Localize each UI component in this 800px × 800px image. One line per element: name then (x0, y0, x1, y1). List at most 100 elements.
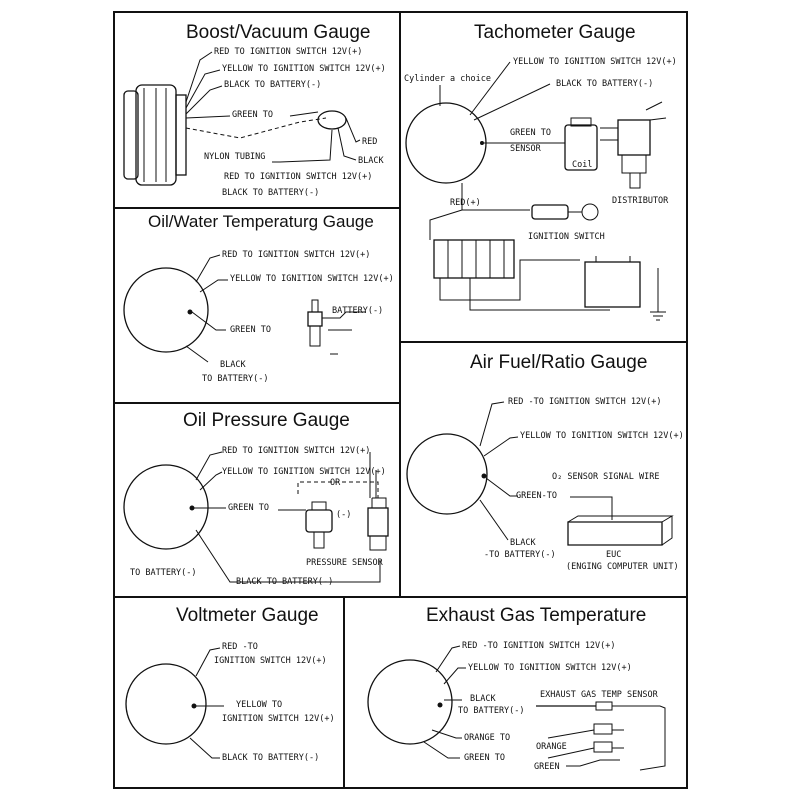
voltmeter-panel (113, 596, 345, 789)
oilpress-label-pressure: PRESSURE SENSOR (306, 558, 383, 568)
tacho-wire-black (473, 83, 551, 121)
air-fuel-ratio-panel (399, 341, 688, 598)
volt-wire-red (195, 647, 221, 677)
egt-wire-yellow (443, 667, 466, 685)
oilpress-label-red: RED TO IGNITION SWITCH 12V(+) (222, 446, 371, 456)
oilpress-terminal (189, 505, 195, 511)
oilpress-wire-red-right (369, 452, 377, 498)
egt-label-black: BLACK (470, 694, 496, 704)
oilpress-label-black: BLACK TO BATTERY(-) (236, 577, 334, 587)
tacho-label-coil: Coil (572, 160, 593, 170)
boost-gauge-body (123, 84, 187, 186)
oilpress-label-minus: (-) (336, 510, 352, 520)
boost-label-red2: RED TO IGNITION SWITCH 12V(+) (224, 172, 373, 182)
egt-connector-icon (547, 723, 624, 767)
afr-wire-yellow (483, 436, 519, 457)
tacho-label-green-to: GREEN TO (510, 128, 551, 138)
boost-label-yellow: YELLOW TO IGNITION SWITCH 12V(+) (222, 64, 386, 74)
oilwater-wire-black (185, 345, 209, 363)
egt-label-red: RED -TO IGNITION SWITCH 12V(+) (462, 641, 616, 651)
boost-wire-red (185, 51, 213, 103)
egt-label-sensor: EXHAUST GAS TEMP SENSOR (540, 690, 658, 700)
oilwater-wire-red (195, 254, 221, 283)
battery-icon (584, 256, 641, 308)
volt-label-black: BLACK TO BATTERY(-) (222, 753, 320, 763)
volt-gauge-face (125, 663, 207, 745)
egt-gauge-face (367, 659, 453, 745)
egt-panel (343, 596, 688, 789)
egt-wire-red (435, 645, 461, 673)
oilwater-label-green: GREEN TO (230, 325, 271, 335)
volt-label-yellow: YELLOW TO (236, 700, 283, 710)
afr-wire-black (479, 499, 509, 541)
oilwater-title: Oil/Water Temperaturg Gauge (148, 212, 374, 231)
oilpress-wire-yellow (199, 471, 223, 491)
tacho-wire-red (429, 183, 530, 240)
boost-wire-yellow (185, 69, 221, 109)
tacho-ground-symbol (650, 268, 666, 321)
volt-label-ign: IGNITION SWITCH 12V(+) (214, 656, 327, 666)
afr-label-euc-full: (ENGING COMPUTER UNIT) (566, 562, 679, 572)
afr-label-to-battery: -TO BATTERY(-) (484, 550, 556, 560)
tacho-wire-yellow (469, 61, 511, 116)
oilpress-label-yellow: YELLOW TO IGNITION SWITCH 12V(+) (222, 467, 386, 477)
afr-label-green: GREEN-TO (516, 491, 557, 501)
afr-wire-red (479, 401, 505, 447)
oilpress-or-dashed (297, 481, 379, 498)
boost-label-nylon: NYLON TUBING (204, 152, 266, 162)
oilwater-label-yellow: YELLOW TO IGNITION SWITCH 12V(+) (230, 274, 394, 284)
pressure-sensor-icon (367, 497, 389, 551)
egt-terminal (437, 702, 443, 708)
boost-label-black: BLACK TO BATTERY(-) (224, 80, 322, 90)
tacho-gauge-face (405, 102, 487, 184)
oilwater-label-black: BLACK (220, 360, 246, 370)
egt-label-orange: ORANGE (536, 742, 567, 752)
tacho-title: Tachometer Gauge (474, 22, 636, 43)
tacho-relay-coils (433, 239, 515, 279)
boost-label-black-short: BLACK (358, 156, 384, 166)
volt-wire-black (189, 737, 220, 759)
boost-label-red: RED TO IGNITION SWITCH 12V(+) (214, 47, 363, 57)
oilpress-title: Oil Pressure Gauge (183, 410, 350, 431)
tacho-label-black: BLACK TO BATTERY(-) (556, 79, 654, 89)
afr-label-o2: O₂ SENSOR SIGNAL WIRE (552, 472, 660, 482)
oilpress-wire-red (195, 451, 223, 481)
boost-title: Boost/Vacuum Gauge (186, 22, 371, 43)
oilpress-label-or: OR (330, 478, 341, 488)
afr-wire-green (485, 477, 518, 497)
afr-label-black: BLACK (510, 538, 536, 548)
oilpress-label-to-battery: TO BATTERY(-) (130, 568, 197, 578)
egt-label-green-to: GREEN TO (464, 753, 505, 763)
oilwater-label-to-battery: TO BATTERY(-) (202, 374, 269, 384)
tacho-label-ignition: IGNITION SWITCH (528, 232, 605, 242)
boost-nylon-tubing (185, 117, 327, 139)
tacho-label-red: RED(+) (450, 198, 481, 208)
boost-label-green: GREEN TO (232, 110, 273, 120)
oilwater-label-battery: BATTERY(-) (332, 306, 384, 316)
ignition-switch-icon (531, 203, 599, 221)
oilwater-gauge-face (123, 267, 209, 353)
oilpress-label-green: GREEN TO (228, 503, 269, 513)
volt-label-ign2: IGNITION SWITCH 12V(+) (222, 714, 335, 724)
oilpress-wire-black (195, 529, 381, 583)
tacho-label-yellow: YELLOW TO IGNITION SWITCH 12V(+) (513, 57, 677, 67)
afr-label-euc: EUC (606, 550, 622, 560)
boost-sensor (272, 110, 361, 163)
temp-sender-icon (307, 299, 366, 347)
tacho-label-distributor: DISTRIBUTOR (612, 196, 669, 206)
afr-label-yellow: YELLOW TO IGNITION SWITCH 12V(+) (520, 431, 684, 441)
oilwater-terminal (187, 309, 193, 315)
boost-wire-black (185, 85, 223, 115)
boost-wire-green (185, 115, 231, 119)
egt-label-to-battery: TO BATTERY(-) (458, 706, 525, 716)
egt-label-green: GREEN (534, 762, 560, 772)
tacho-label-sensor: SENSOR (510, 144, 541, 154)
egt-sensor-probe-icon (536, 701, 666, 771)
tacho-terminal (480, 141, 484, 145)
egt-label-orange-to: ORANGE TO (464, 733, 511, 743)
egt-label-yellow: YELLOW TO IGNITION SWITCH 12V(+) (468, 663, 632, 673)
volt-label-red: RED -TO (222, 642, 258, 652)
egt-wire-orange (431, 729, 462, 739)
boost-label-red-short: RED (362, 137, 378, 147)
